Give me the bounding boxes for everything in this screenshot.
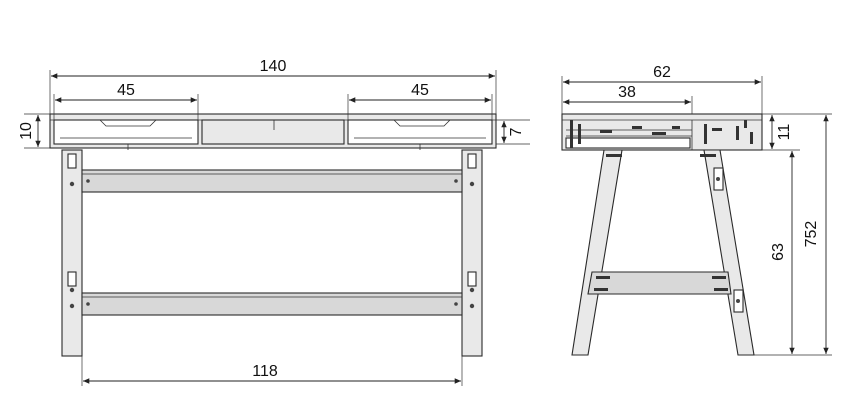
bracket — [467, 153, 477, 169]
dim-top-height-label: 10 — [18, 122, 35, 140]
front-leg-right — [461, 149, 483, 357]
front-drawer-right — [347, 119, 493, 145]
dim-side-top-height-label: 11 — [776, 124, 793, 141]
dim-inner-depth-label: 38 — [618, 84, 636, 101]
drawer-handle-right — [393, 119, 451, 127]
bracket — [67, 153, 77, 169]
front-leg-left — [61, 149, 83, 357]
side-stretcher — [587, 271, 732, 295]
side-leg-right — [703, 149, 755, 356]
dim-drawer-left-label: 45 — [117, 82, 135, 99]
dim-drawer-right-label: 45 — [411, 82, 429, 99]
bracket — [467, 271, 477, 287]
side-drawer — [565, 137, 691, 149]
side-top-hardware — [570, 120, 753, 148]
bracket — [67, 271, 77, 287]
side-view: 62 38 11 63 752 — [561, 64, 832, 356]
dim-leg-height-label: 63 — [770, 243, 787, 261]
front-rail-bottom — [81, 292, 463, 316]
dim-total-height-label: 752 — [803, 221, 820, 248]
front-rail-top — [81, 169, 463, 193]
dim-drawer-height-label: 7 — [508, 127, 525, 136]
dim-depth-label: 62 — [653, 64, 671, 81]
dim-overall-width-label: 140 — [260, 58, 287, 75]
drawer-handle-left — [99, 119, 157, 127]
side-leg-left — [571, 149, 623, 356]
dim-leg-span-label: 118 — [252, 363, 278, 380]
front-center-panel — [201, 119, 345, 145]
front-view: 140 45 45 10 7 118 — [18, 58, 530, 386]
front-drawer-left — [53, 119, 199, 145]
